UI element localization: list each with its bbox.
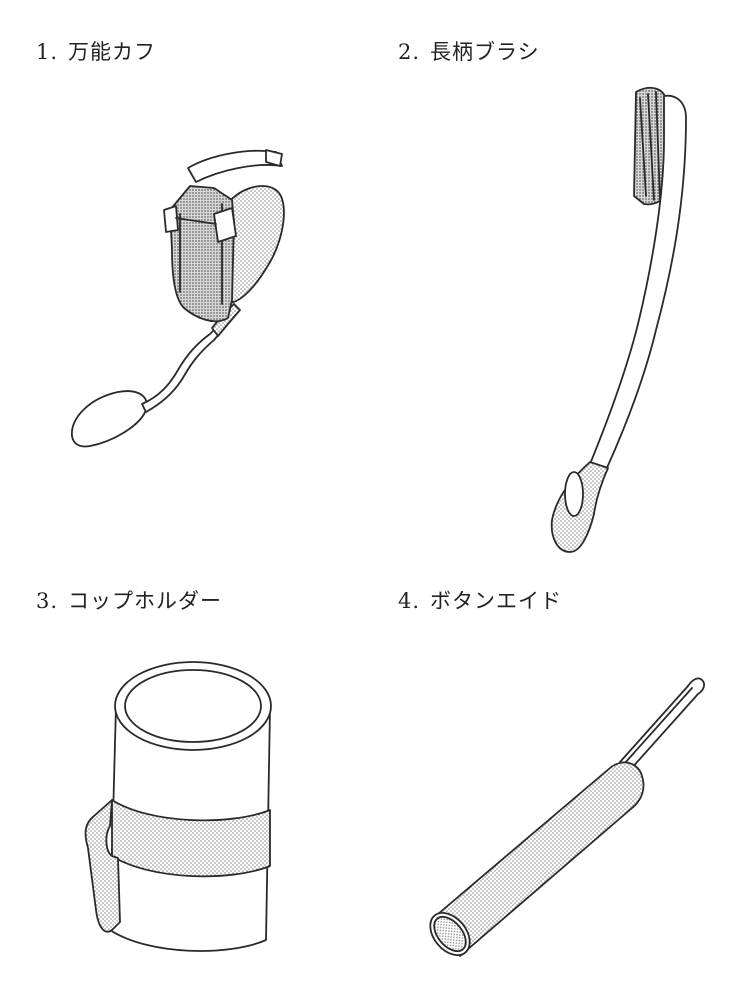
item-label: 3. コップホルダー <box>36 585 222 615</box>
item-label: 2. 長柄ブラシ <box>398 36 540 66</box>
item-number: 1. <box>36 40 59 64</box>
item-name: コップホルダー <box>68 589 223 613</box>
item-number: 4. <box>398 589 421 613</box>
item-label: 4. ボタンエイド <box>398 585 562 615</box>
item-number: 3. <box>36 589 59 613</box>
item-number: 2. <box>398 40 421 64</box>
item-name: 長柄ブラシ <box>430 40 540 64</box>
item-label: 1. 万能カフ <box>36 36 156 66</box>
item-name: 万能カフ <box>68 40 157 64</box>
item-name: ボタンエイド <box>430 589 563 613</box>
